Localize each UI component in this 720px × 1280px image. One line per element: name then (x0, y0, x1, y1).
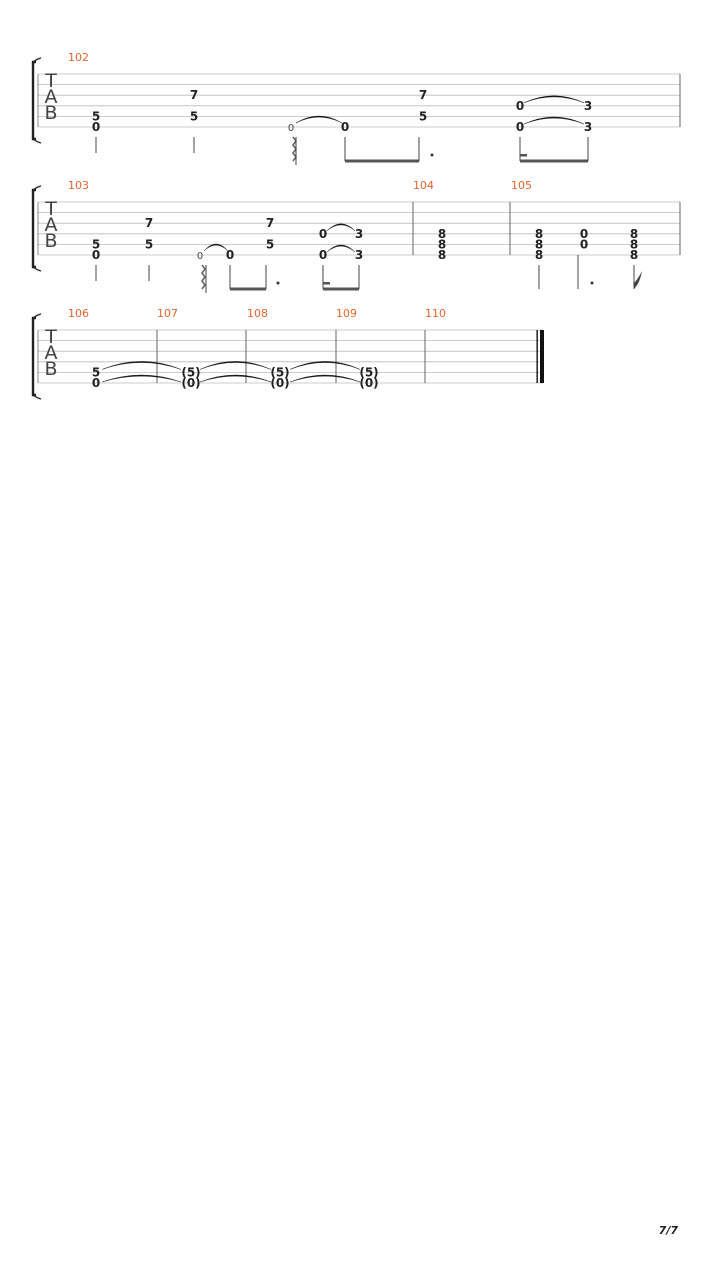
hammer-on-arc (523, 95, 585, 103)
fret-number: 5 (266, 237, 274, 251)
measure-number: 109 (336, 307, 357, 320)
fret-number: 8 (630, 237, 638, 251)
system-bracket (31, 188, 36, 269)
tie-arc (199, 374, 272, 383)
fret-number: 3 (584, 99, 592, 113)
note-beam (230, 287, 266, 291)
fret-number: 7 (190, 88, 198, 102)
fret-number: 0 (92, 120, 100, 134)
fret-number: 0 (580, 237, 588, 251)
fret-number: (0) (181, 376, 200, 390)
fret-number: 8 (438, 227, 446, 241)
measure-number: 103 (68, 179, 89, 192)
fret-number: 0 (197, 251, 203, 262)
fret-number: 0 (516, 99, 524, 113)
fret-number: 7 (145, 216, 153, 230)
tie-arc (199, 361, 272, 370)
fret-number: 5 (419, 109, 427, 123)
fret-number: 8 (630, 248, 638, 262)
hammer-on-arc (326, 244, 356, 253)
page-number: 7/7 (659, 1224, 679, 1237)
fret-number: 3 (355, 248, 363, 262)
fret-number: 8 (535, 227, 543, 241)
tab-clef-letter: A (45, 214, 58, 236)
tie-arc (101, 361, 182, 370)
fret-number: 0 (341, 120, 349, 134)
measure-number: 105 (511, 179, 532, 192)
augmentation-dot (276, 281, 280, 285)
measure-number: 102 (68, 51, 89, 64)
fret-number: 3 (584, 120, 592, 134)
fret-number: 0 (516, 120, 524, 134)
final-thick-barline (540, 330, 544, 383)
tie-arc (289, 361, 361, 370)
fret-number: 0 (319, 248, 327, 262)
hammer-on-arc (326, 223, 356, 231)
fret-number: 8 (535, 248, 543, 262)
note-beam (345, 159, 419, 163)
note-beam (323, 282, 330, 285)
hammer-on-arc (295, 115, 343, 124)
fret-number: (5) (181, 365, 200, 379)
hammer-on-arc (523, 116, 585, 125)
bracket-hook (32, 185, 42, 272)
final-thin-barline (536, 330, 538, 383)
tab-clef-letter: A (45, 342, 58, 364)
fret-number: (0) (359, 376, 378, 390)
fret-number: 3 (355, 227, 363, 241)
tie-arc (101, 374, 182, 383)
fret-number: 0 (226, 248, 234, 262)
fret-number: 0 (288, 123, 294, 134)
note-beam (323, 287, 359, 291)
fret-number: 8 (438, 248, 446, 262)
hammer-on-arc (203, 243, 229, 252)
note-flag (634, 271, 642, 289)
measure-number: 106 (68, 307, 89, 320)
fret-number: (0) (270, 376, 289, 390)
augmentation-dot (430, 153, 434, 157)
bracket-hook (32, 313, 42, 400)
measure-number: 110 (425, 307, 446, 320)
fret-number: 7 (419, 88, 427, 102)
tab-clef-letter: T (44, 70, 57, 92)
augmentation-dot (590, 281, 594, 285)
fret-number: 5 (92, 237, 100, 251)
tie-arc (289, 374, 361, 383)
fret-number: 0 (92, 248, 100, 262)
arpeggio-mark (201, 264, 206, 290)
tab-clef-letter: B (44, 102, 57, 124)
fret-number: 8 (438, 237, 446, 251)
fret-number: 8 (535, 237, 543, 251)
measure-number: 108 (247, 307, 268, 320)
measure-number: 104 (413, 179, 434, 192)
fret-number: 5 (145, 237, 153, 251)
fret-number: 0 (92, 376, 100, 390)
tab-clef-letter: B (44, 230, 57, 252)
fret-number: 5 (92, 365, 100, 379)
fret-number: 7 (266, 216, 274, 230)
tab-clef-letter: A (45, 86, 58, 108)
note-beam (520, 159, 588, 163)
note-beam (520, 154, 527, 157)
fret-number: (5) (359, 365, 378, 379)
bracket-hook (32, 57, 42, 144)
system-bracket (31, 316, 36, 397)
fret-number: 0 (319, 227, 327, 241)
measure-number: 107 (157, 307, 178, 320)
tab-clef-letter: T (44, 198, 57, 220)
fret-number: 5 (190, 109, 198, 123)
fret-number: (5) (270, 365, 289, 379)
fret-number: 5 (92, 109, 100, 123)
fret-number: 0 (580, 227, 588, 241)
tab-clef-letter: B (44, 358, 57, 380)
fret-number: 8 (630, 227, 638, 241)
system-bracket (31, 60, 36, 141)
tab-clef-letter: T (44, 326, 57, 348)
